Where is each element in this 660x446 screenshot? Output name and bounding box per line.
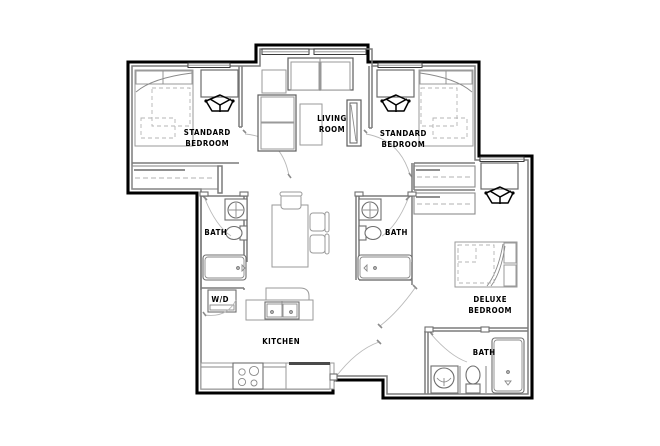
door-bath-left[interactable] xyxy=(199,191,249,237)
dining-chair-right-upper xyxy=(309,211,330,233)
label-bath-middle: BATH xyxy=(385,228,408,238)
kitchen-sink xyxy=(264,301,300,320)
room-kitchen xyxy=(200,191,418,390)
desk-left-bedroom xyxy=(200,69,239,112)
label-living-room-line1: LIVING xyxy=(317,114,347,124)
coffee-table xyxy=(299,103,323,146)
kitchen-island xyxy=(245,287,314,321)
sink-bath-lower xyxy=(430,365,459,394)
range-cooktop xyxy=(232,362,264,390)
closet-deluxe-bedroom xyxy=(413,192,476,215)
sink-bath-left xyxy=(224,198,248,221)
closet-left-bedroom xyxy=(131,165,223,194)
room-standard-bedroom-right xyxy=(363,66,476,188)
exterior-walls xyxy=(126,43,534,400)
label-standard-bedroom-right-line2: BEDROOM xyxy=(381,140,425,150)
hallway-door[interactable] xyxy=(377,284,418,329)
label-deluxe-bedroom-line2: BEDROOM xyxy=(468,306,512,316)
room-bath-middle xyxy=(354,191,417,285)
desk-chair-icon xyxy=(380,94,411,112)
bathtub-bath-left xyxy=(202,254,247,281)
label-kitchen: KITCHEN xyxy=(262,337,300,347)
room-living xyxy=(257,57,362,152)
label-laundry: W/D xyxy=(211,295,229,305)
entry-door[interactable] xyxy=(329,339,382,382)
window-living-left xyxy=(261,48,310,55)
label-bath-left: BATH xyxy=(204,228,227,238)
label-living-room-line2: ROOM xyxy=(319,125,345,135)
room-bath-left xyxy=(199,191,249,317)
sink-bath-middle xyxy=(358,198,382,221)
bed-right-bedroom xyxy=(418,69,474,147)
side-table xyxy=(261,69,287,94)
laundry-closet xyxy=(201,287,245,317)
room-standard-bedroom-left xyxy=(131,66,292,194)
room-labels: STANDARD BEDROOM LIVING ROOM STANDARD BE… xyxy=(184,114,512,358)
bathtub-bath-lower xyxy=(491,337,525,394)
sofa xyxy=(287,57,354,91)
kitchen-counter-run xyxy=(200,362,335,390)
bathtub-bath-middle xyxy=(357,254,413,281)
door-bath-middle[interactable] xyxy=(354,191,417,237)
bed-left-bedroom xyxy=(134,69,194,147)
tv-console xyxy=(346,99,362,147)
door-bath-lower[interactable] xyxy=(424,326,490,363)
label-bath-lower-right: BATH xyxy=(473,348,496,358)
bed-deluxe-bedroom xyxy=(454,241,518,288)
dining-table xyxy=(271,191,330,268)
desk-chair-icon xyxy=(204,94,235,112)
desk-right-bedroom xyxy=(376,69,415,112)
closet-right-bedroom xyxy=(413,165,476,188)
room-deluxe-bedroom xyxy=(411,162,528,332)
label-standard-bedroom-right-line1: STANDARD xyxy=(380,129,427,139)
label-deluxe-bedroom-line1: DELUXE xyxy=(473,295,507,305)
window-living-right xyxy=(313,48,367,55)
window-deluxe-bedroom xyxy=(479,156,525,162)
refrigerator xyxy=(285,362,331,390)
armchair xyxy=(257,94,297,152)
room-bath-lower-right xyxy=(424,326,525,394)
label-standard-bedroom-left-line1: STANDARD xyxy=(184,128,231,138)
dining-chair-top xyxy=(279,191,303,210)
window-bedroom-left xyxy=(187,62,231,68)
dining-chair-right-lower xyxy=(309,233,330,255)
window-bedroom-right xyxy=(377,62,423,68)
desk-deluxe-bedroom xyxy=(480,162,519,204)
toilet-bath-middle xyxy=(358,225,382,241)
toilet-bath-left xyxy=(225,225,248,241)
desk-chair-icon xyxy=(484,186,515,204)
label-standard-bedroom-left-line2: BEDROOM xyxy=(185,139,229,149)
toilet-bath-lower xyxy=(459,365,487,394)
